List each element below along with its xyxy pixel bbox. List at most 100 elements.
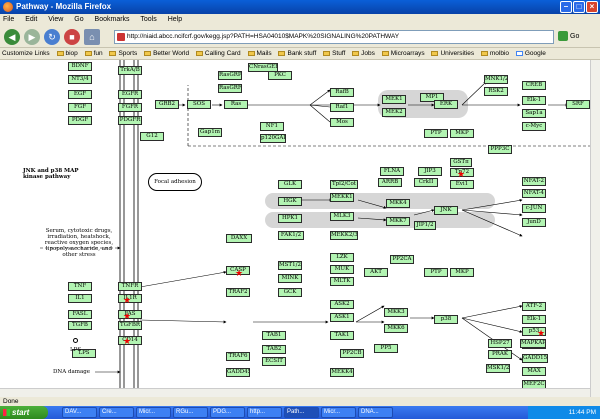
gene-node[interactable]: HPK1: [278, 214, 302, 223]
task-button[interactable]: DAV...: [62, 407, 97, 418]
gene-node[interactable]: TRAF6: [226, 352, 250, 361]
gene-node[interactable]: SRF: [566, 100, 590, 109]
gene-node[interactable]: TGFBR: [118, 321, 142, 330]
gene-node[interactable]: ERK: [434, 100, 458, 109]
bookmark-folder[interactable]: molbio: [480, 48, 509, 59]
bookmark-google[interactable]: Google: [515, 48, 546, 59]
bookmark-folder[interactable]: Universities: [431, 48, 474, 59]
gene-node[interactable]: NT3/4: [68, 75, 92, 84]
gene-node[interactable]: GSTπ: [450, 158, 472, 167]
bookmark-folder[interactable]: Bank stuff: [278, 48, 316, 59]
gene-node[interactable]: FASL: [68, 310, 92, 319]
bookmark-customize-links[interactable]: Customize Links: [2, 48, 50, 59]
task-button[interactable]: RGu...: [173, 407, 208, 418]
focal-adhesion-label[interactable]: Focal adhesion: [148, 173, 202, 191]
gene-node[interactable]: RafB: [330, 88, 354, 97]
gene-node[interactable]: MKP: [450, 129, 474, 138]
gene-node[interactable]: IL1: [68, 294, 92, 303]
gene-node[interactable]: ARRB: [378, 178, 402, 187]
gene-node[interactable]: CREB: [522, 81, 546, 90]
gene-node[interactable]: JunD: [522, 218, 546, 227]
gene-node[interactable]: MEK1: [382, 95, 406, 104]
gene-node[interactable]: MP1: [420, 93, 444, 102]
gene-node[interactable]: c-JUN: [522, 204, 546, 213]
gene-node[interactable]: PP2CA: [390, 255, 414, 264]
task-button[interactable]: http...: [247, 407, 282, 418]
gene-node[interactable]: CrkII: [414, 178, 438, 187]
gene-node[interactable]: JNK: [434, 206, 458, 215]
bookmark-folder[interactable]: Stuff: [323, 48, 345, 59]
gene-node[interactable]: MKK3: [384, 308, 408, 317]
stop-button[interactable]: ■: [64, 29, 80, 45]
task-button[interactable]: PDG...: [210, 407, 245, 418]
gene-node[interactable]: MKP: [450, 268, 474, 277]
gene-node[interactable]: ASK1: [330, 313, 354, 322]
gene-node[interactable]: CASP: [226, 266, 250, 275]
gene-node[interactable]: MEKK1: [330, 193, 354, 202]
gene-node[interactable]: FGFR: [118, 103, 142, 112]
gene-node[interactable]: FGF: [68, 103, 92, 112]
gene-node[interactable]: GLK: [278, 180, 302, 189]
gene-node[interactable]: MNK1/2: [484, 75, 508, 84]
bookmark-folder[interactable]: Microarrays: [381, 48, 425, 59]
gene-node[interactable]: MKK6: [384, 324, 408, 333]
gene-node[interactable]: Evi1: [450, 180, 474, 189]
horizontal-scrollbar[interactable]: [0, 388, 590, 397]
gene-node[interactable]: NF1: [260, 122, 284, 131]
menu-go[interactable]: Go: [74, 16, 84, 23]
gene-node[interactable]: HGK: [278, 197, 302, 206]
gene-node[interactable]: PTP: [424, 268, 448, 277]
gene-node[interactable]: CD14: [118, 336, 142, 345]
home-button[interactable]: ⌂: [84, 29, 100, 45]
gene-node[interactable]: ASK2: [330, 300, 354, 309]
gene-node[interactable]: GCK: [278, 288, 302, 297]
gene-node[interactable]: TAB2: [262, 345, 286, 354]
close-button[interactable]: ×: [586, 1, 598, 13]
gene-node[interactable]: p38: [434, 315, 458, 324]
menu-bookmarks[interactable]: Bookmarks: [94, 16, 130, 23]
gene-node[interactable]: MEK2: [382, 108, 406, 117]
gene-node[interactable]: NFAT-2: [522, 177, 546, 186]
gene-node[interactable]: MINK: [278, 274, 302, 283]
bookmark-folder[interactable]: Mails: [247, 48, 272, 59]
gene-node[interactable]: c-Myc: [522, 122, 546, 131]
maximize-button[interactable]: □: [573, 1, 585, 13]
gene-node[interactable]: PPP3C: [488, 145, 512, 154]
gene-node[interactable]: PKC: [268, 71, 292, 80]
bookmark-folder[interactable]: fun: [84, 48, 103, 59]
gene-node[interactable]: SOS: [187, 100, 211, 109]
gene-node[interactable]: PDGF: [68, 116, 92, 125]
gene-node[interactable]: FAK1/2: [278, 231, 304, 240]
gene-node[interactable]: Elk-1: [522, 315, 546, 324]
gene-node[interactable]: MKK7: [386, 217, 410, 226]
gene-node[interactable]: JIP3: [418, 167, 442, 176]
gene-node[interactable]: PTP: [424, 129, 448, 138]
minimize-button[interactable]: –: [560, 1, 572, 13]
gene-node[interactable]: Ras: [224, 100, 248, 109]
gene-node[interactable]: TNF: [68, 282, 92, 291]
gene-node[interactable]: EGFR: [118, 90, 142, 99]
bookmark-folder[interactable]: biop: [56, 48, 78, 59]
gene-node[interactable]: Mos: [330, 118, 354, 127]
gene-node[interactable]: MEKK2/3: [330, 231, 358, 240]
back-button[interactable]: ◀: [4, 29, 20, 45]
gene-node[interactable]: CNrasGEF: [248, 63, 278, 72]
menu-file[interactable]: File: [3, 16, 15, 23]
vertical-scrollbar[interactable]: [590, 60, 600, 397]
gene-node[interactable]: Tpl2/Cot: [330, 180, 358, 189]
gene-node[interactable]: Gap1m: [198, 128, 222, 137]
gene-node[interactable]: Raf1: [330, 103, 354, 112]
gene-node[interactable]: GRB2: [155, 100, 179, 109]
gene-node[interactable]: PP2CB: [340, 349, 364, 358]
bookmark-folder[interactable]: Calling Card: [195, 48, 241, 59]
gene-node[interactable]: MUK: [330, 265, 354, 274]
gene-node[interactable]: MEKK4: [330, 368, 354, 377]
gene-node[interactable]: FAS: [118, 310, 142, 319]
gene-node[interactable]: TAB1: [262, 331, 286, 340]
gene-node[interactable]: IL1R: [118, 294, 142, 303]
gene-node[interactable]: BDNF: [68, 62, 92, 71]
gene-node[interactable]: MLK3: [330, 212, 354, 221]
gene-node[interactable]: Elk-1: [522, 96, 546, 105]
task-button[interactable]: Micr...: [321, 407, 356, 418]
url-input[interactable]: http://niaid.abcc.ncifcrf.gov/kegg.jsp?P…: [114, 30, 554, 44]
